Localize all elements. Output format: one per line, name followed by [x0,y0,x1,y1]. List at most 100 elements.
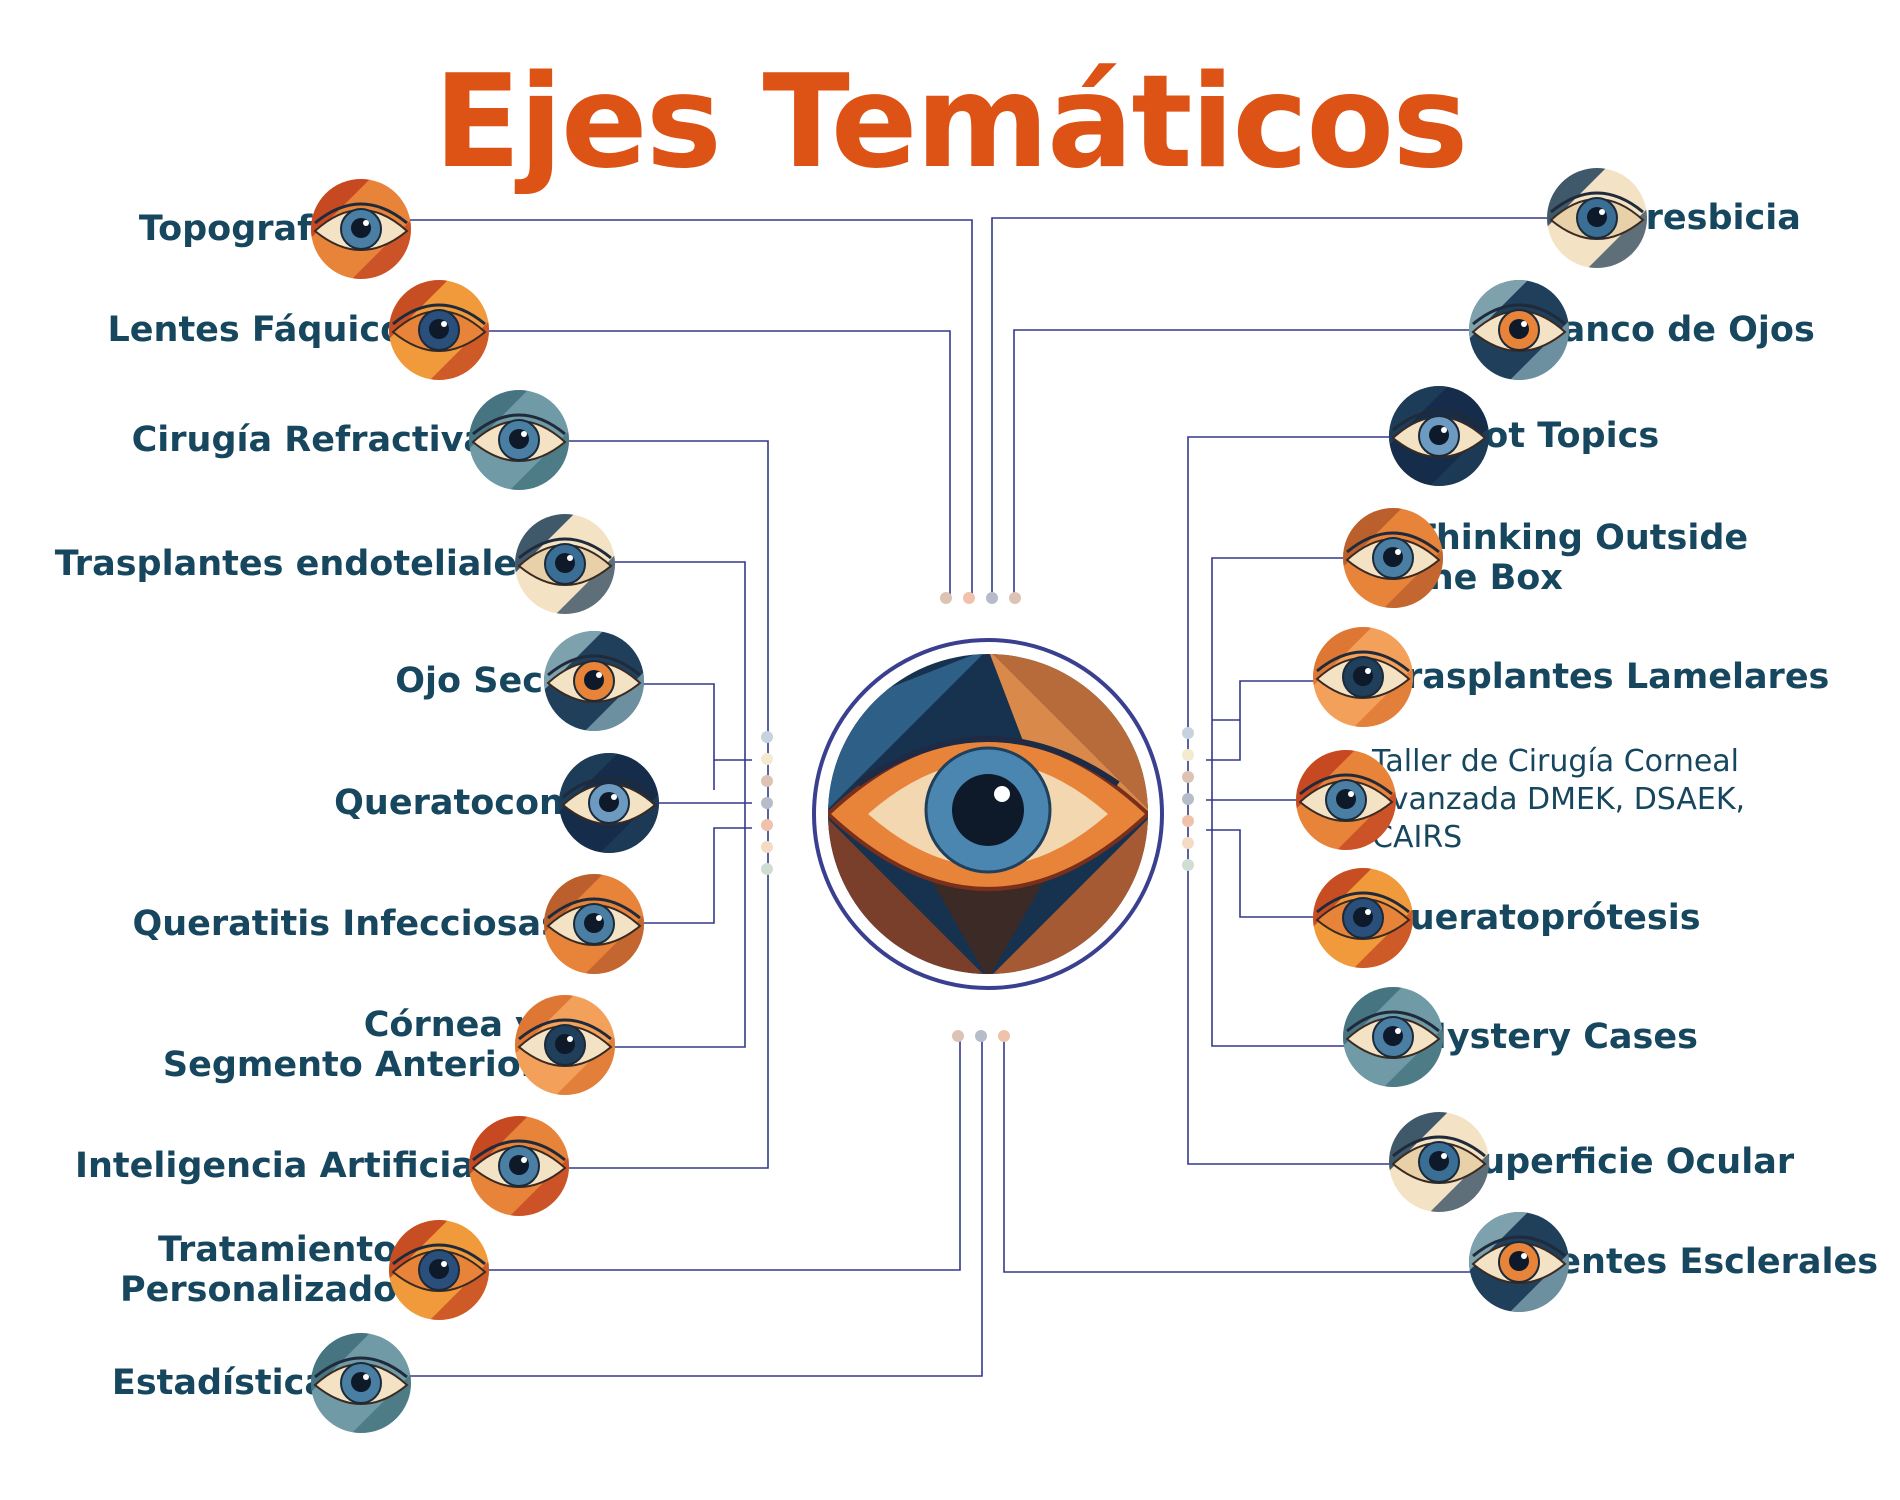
right-topic-label: Trasplantes Lamelares [1385,657,1829,697]
topic-label-line: Presbicia [1620,198,1801,238]
connector-dot [975,1030,987,1042]
left-topic-label: Ojo Seco [395,661,567,701]
left-topic-eye-icon [469,390,569,490]
right-topic-label: Queratoprótesis [1380,898,1701,938]
topic-label-line: Ojo Seco [395,661,567,701]
left-topic-label: Inteligencia Artificial [75,1146,487,1186]
connector-dot [952,1030,964,1042]
right-topic-eye-icon [1469,1212,1569,1312]
right-topic-label: Presbicia [1620,198,1801,238]
left-topic-eye-icon [389,280,489,380]
right-topic-eye-icon [1313,868,1413,968]
topic-label-line: Queratitis Infecciosas [132,904,563,944]
topic-label-line: Banco de Ojos [1535,310,1815,350]
topic-label-line: Estadística [111,1363,328,1403]
connector-dot [761,753,773,765]
topic-label-line: Queratoprótesis [1380,898,1701,938]
connector-line [1013,329,1470,598]
right-topic-eye-icon [1343,508,1443,608]
connector-dot [1009,592,1021,604]
connector-dot [1182,837,1194,849]
topic-label-line: Inteligencia Artificial [74,1146,487,1186]
left-topic-eye-icon [559,753,659,853]
topic-label-line: CAIRS [1372,820,1463,855]
right-topic-eye-icon [1313,627,1413,727]
connector-dot [986,592,998,604]
connector-dot [761,841,773,853]
topic-label-line: Personalizados [120,1270,418,1310]
connector-dot [1182,815,1194,827]
left-topic-eye-icon [469,1116,569,1216]
topic-label-line: Mystery Cases [1412,1017,1698,1057]
right-topic-eye-icon [1547,168,1647,268]
right-topic-eye-icon [1389,386,1489,486]
left-topic-label: Trasplantes endoteliales [55,544,538,584]
right-topic-eye-icon [1389,1112,1489,1212]
topic-label-line: Lentes Esclerales [1535,1242,1879,1282]
left-topic-eye-icon [544,631,644,731]
diagram-title: Ejes Temáticos [433,48,1469,197]
topic-label-line: the Box [1412,558,1563,598]
connector-line [1206,829,1314,918]
topic-label-line: Hot Topics [1455,416,1660,456]
center-eye-icon [828,654,1148,974]
connector-dot [1182,749,1194,761]
right-topic-eye-icon [1343,987,1443,1087]
topic-label-line: Trasplantes endoteliales [54,544,538,584]
connector-dot [1182,859,1194,871]
connector-dot [963,592,975,604]
left-topic-eye-icon [515,995,615,1095]
topic-label-line: Segmento Anterior [162,1045,538,1085]
left-topic-eye-icon [311,179,411,279]
left-topic-eye-icon [515,514,615,614]
connector-dot [761,775,773,787]
topic-label-line: Queratocono [334,783,588,823]
topic-label-line: Trasplantes Lamelares [1385,657,1830,697]
topic-label-line: Lentes Fáquicos [107,310,425,350]
right-topic-label: Superficie Ocular [1455,1142,1794,1182]
connector-line [643,683,752,761]
left-topic-eye-icon [389,1220,489,1320]
connector-line [410,219,973,598]
connector-line [1003,1036,1470,1273]
connector-line [488,330,951,598]
topic-label-line: Avanzada DMEK, DSAEK, [1372,782,1746,817]
topic-label-line: Superficie Ocular [1455,1142,1795,1182]
left-topic-label: Estadística [112,1363,328,1403]
connector-dot [761,797,773,809]
connector-dot [761,863,773,875]
connector-dot [1182,771,1194,783]
topic-label-line: Tratamientos [158,1230,418,1270]
connector-dot [1182,793,1194,805]
connector-dot [1182,727,1194,739]
topic-label-line: Córnea y [363,1005,538,1045]
topic-label-line: Cirugía Refractiva [131,420,487,460]
topic-label-line: Taller de Cirugía Corneal [1372,744,1740,779]
right-topic-label: Hot Topics [1455,416,1659,456]
left-topic-label: Lentes Fáquicos [107,310,425,350]
connector-line [410,1036,983,1377]
left-topic-eye-icon [544,874,644,974]
connector-dot [998,1030,1010,1042]
right-topic-label: Banco de Ojos [1535,310,1815,350]
connector-line [643,827,752,924]
center-emblem-ring [812,638,1164,990]
topic-label-line: Thinking Outside [1412,518,1749,558]
right-topic-eye-icon [1469,280,1569,380]
connector-dot [940,592,952,604]
connector-dot [761,731,773,743]
connector-line [1211,557,1344,1047]
right-topic-label: Mystery Cases [1412,1017,1698,1057]
right-topic-eye-icon [1296,750,1396,850]
left-topic-label: Queratitis Infecciosas [133,904,563,944]
connector-line [991,217,1548,598]
connector-dot [761,819,773,831]
left-topic-label: Queratocono [334,783,588,823]
connector-line [488,1036,961,1271]
left-topic-eye-icon [311,1333,411,1433]
